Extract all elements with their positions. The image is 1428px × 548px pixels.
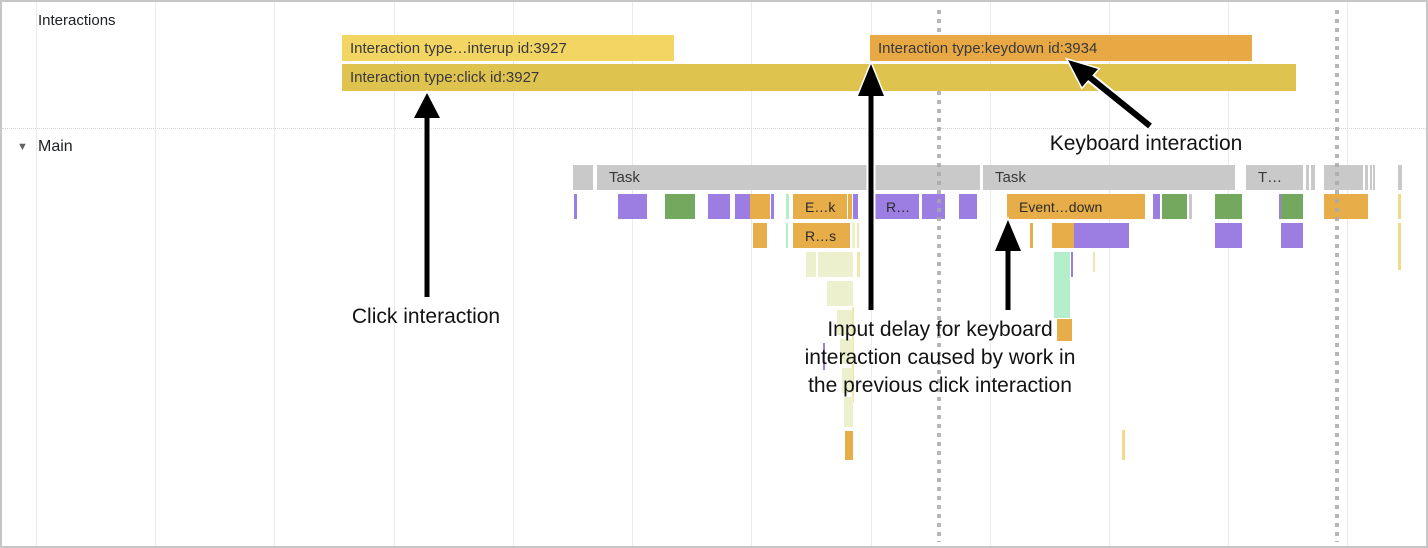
- flame-segment[interactable]: [1279, 194, 1281, 219]
- flame-segment[interactable]: [922, 194, 945, 219]
- flame-segment[interactable]: [823, 343, 825, 370]
- interaction-bar-click-label: Interaction type:click id:3927: [350, 69, 540, 86]
- flame-segment[interactable]: [735, 194, 750, 219]
- flame-segment[interactable]: [1398, 223, 1401, 270]
- flame-segment[interactable]: [786, 194, 789, 219]
- flame-segment[interactable]: R…s: [793, 223, 850, 248]
- interactions-track-label: Interactions: [38, 12, 116, 29]
- flame-segment[interactable]: [1162, 194, 1187, 219]
- input-delay-line-2: interaction caused by work in: [804, 346, 1076, 369]
- flame-segment[interactable]: [750, 194, 770, 219]
- flame-segment[interactable]: [827, 281, 853, 306]
- dotted-marker-line: [1335, 10, 1339, 542]
- flame-segment[interactable]: [857, 223, 859, 248]
- flame-segment[interactable]: [574, 194, 577, 219]
- flame-segment[interactable]: [708, 194, 730, 219]
- interaction-bar-keydown[interactable]: Interaction type:keydown id:3934: [870, 35, 1252, 61]
- interaction-bar-pointerup[interactable]: Interaction type…interup id:3927: [342, 35, 674, 61]
- gridline: [513, 2, 514, 546]
- flame-segment[interactable]: [1030, 223, 1033, 248]
- task-bar[interactable]: Task: [597, 165, 980, 190]
- gridline: [1228, 2, 1229, 546]
- flame-segment[interactable]: [848, 194, 852, 219]
- flame-segment[interactable]: [852, 223, 855, 248]
- gridline: [1109, 2, 1110, 546]
- flame-segment[interactable]: [618, 194, 647, 219]
- flame-segment[interactable]: [959, 194, 977, 219]
- flame-segment[interactable]: [753, 223, 767, 248]
- main-track-collapse-icon[interactable]: ▼: [17, 141, 28, 153]
- flame-segment[interactable]: [857, 252, 860, 277]
- gridline: [155, 2, 156, 546]
- input-delay-line-1: Input delay for keyboard: [827, 318, 1053, 341]
- task-bar-label: Task: [995, 169, 1026, 186]
- flame-segment[interactable]: [837, 310, 853, 335]
- flame-segment[interactable]: [1057, 319, 1072, 341]
- interaction-bar-keydown-label: Interaction type:keydown id:3934: [878, 39, 1098, 57]
- input-delay-annotation: Input delay for keyboard interaction cau…: [805, 316, 1076, 400]
- flame-segment[interactable]: [1398, 194, 1401, 219]
- gridline: [751, 2, 752, 546]
- event-keydown-segment[interactable]: Event…down: [1007, 194, 1145, 219]
- flame-segment[interactable]: [573, 165, 593, 190]
- flame-segment[interactable]: [845, 431, 853, 460]
- task-bar[interactable]: Task: [983, 165, 1235, 190]
- flame-segment[interactable]: [818, 252, 853, 277]
- flame-segment[interactable]: [1373, 165, 1375, 190]
- flame-segment[interactable]: [1324, 194, 1368, 219]
- flame-segment[interactable]: [1093, 252, 1095, 272]
- input-delay-line-3: the previous click interaction: [808, 374, 1072, 397]
- task-bar-label: T…: [1258, 169, 1283, 186]
- flame-segment[interactable]: [1153, 194, 1160, 219]
- flame-segment[interactable]: [806, 252, 816, 277]
- flame-segment[interactable]: [1398, 165, 1402, 190]
- flame-segment[interactable]: R…: [874, 194, 919, 219]
- flame-segment[interactable]: [842, 368, 853, 393]
- flame-segment[interactable]: [844, 397, 853, 427]
- dotted-marker-line: [937, 10, 941, 542]
- gridline: [1347, 2, 1348, 546]
- interaction-bar-click[interactable]: Interaction type:click id:3927: [342, 64, 1296, 91]
- event-click-segment[interactable]: E…k: [793, 194, 847, 219]
- flame-segment[interactable]: [1215, 194, 1242, 219]
- keyboard-interaction-annotation: Keyboard interaction: [1049, 132, 1243, 155]
- flame-segment[interactable]: [853, 194, 858, 219]
- flame-segment-label: R…s: [805, 227, 837, 244]
- main-track-label: Main: [38, 138, 73, 155]
- flame-segment[interactable]: [1071, 252, 1073, 277]
- click-interaction-annotation: Click interaction: [351, 305, 501, 328]
- flame-segment[interactable]: [1306, 165, 1309, 190]
- flame-segment[interactable]: [1365, 165, 1368, 190]
- flame-segment[interactable]: [1281, 223, 1303, 248]
- flame-segment[interactable]: [1215, 223, 1242, 248]
- flame-segment[interactable]: [1052, 223, 1074, 248]
- flame-segment[interactable]: [1074, 223, 1129, 248]
- flame-segment-label: R…: [886, 198, 911, 215]
- flame-segment[interactable]: [665, 194, 695, 219]
- flame-segment[interactable]: [1311, 165, 1315, 190]
- flame-segment[interactable]: [1281, 194, 1303, 219]
- flame-segment[interactable]: [1054, 252, 1070, 318]
- event-click-segment-label: E…k: [805, 198, 836, 215]
- task-bar-label: Task: [609, 169, 640, 186]
- gridline: [394, 2, 395, 546]
- gridline: [990, 2, 991, 546]
- event-keydown-segment-label: Event…down: [1019, 198, 1103, 215]
- task-bar[interactable]: T…: [1246, 165, 1303, 190]
- click-arrow: [411, 89, 443, 297]
- interaction-bar-pointerup-label: Interaction type…interup id:3927: [350, 39, 567, 57]
- flame-segment[interactable]: [852, 307, 854, 402]
- flame-segment[interactable]: [771, 194, 774, 219]
- flame-segment[interactable]: [1122, 430, 1125, 460]
- flame-segment[interactable]: [1189, 194, 1192, 219]
- track-separator: [2, 128, 1426, 129]
- flame-segment[interactable]: [1324, 165, 1363, 190]
- gridline: [36, 2, 37, 546]
- input-delay-arrow-right: [992, 216, 1024, 310]
- gridline: [632, 2, 633, 546]
- flame-segment[interactable]: [840, 339, 853, 364]
- flame-segment[interactable]: [1370, 165, 1372, 190]
- gridline: [274, 2, 275, 546]
- flame-segment[interactable]: [786, 223, 788, 248]
